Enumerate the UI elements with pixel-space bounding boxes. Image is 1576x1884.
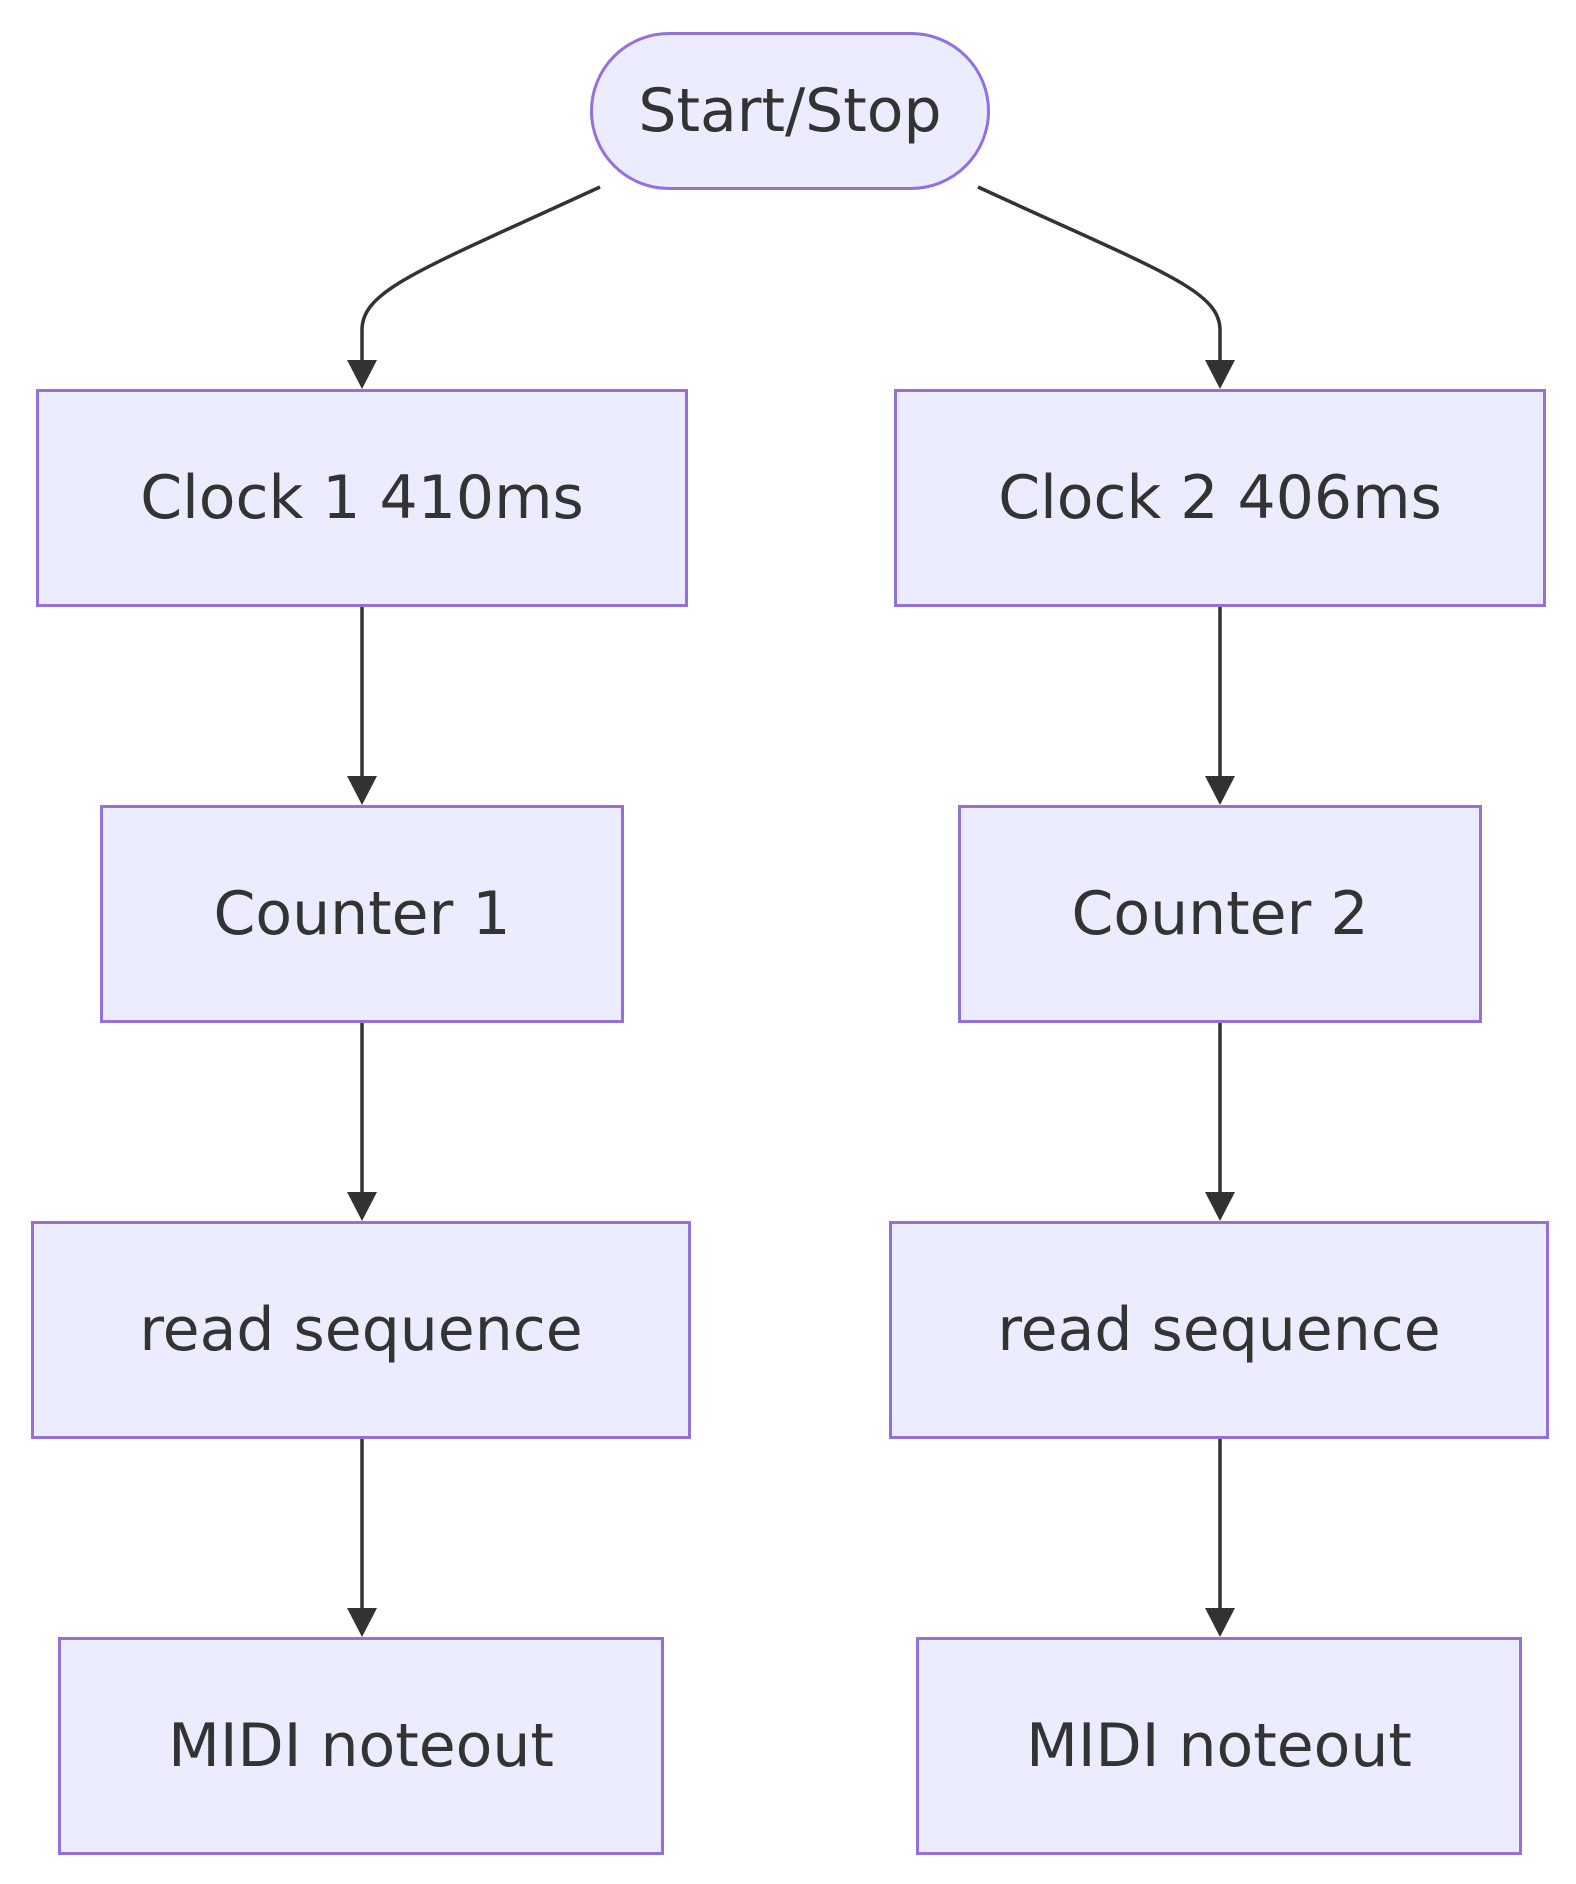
node-counter-1[interactable]: Counter 1: [100, 805, 624, 1023]
node-label: Clock 2 406ms: [998, 463, 1442, 533]
arrowhead-icon: [1205, 1608, 1235, 1637]
node-clock-1[interactable]: Clock 1 410ms: [36, 389, 688, 607]
node-midi-noteout-2[interactable]: MIDI noteout: [916, 1637, 1522, 1855]
node-label: MIDI noteout: [168, 1711, 554, 1781]
arrowhead-icon: [347, 360, 377, 389]
arrowhead-icon: [1205, 776, 1235, 805]
arrowhead-icon: [347, 1192, 377, 1221]
node-label: Counter 1: [213, 879, 511, 949]
arrowhead-icon: [347, 776, 377, 805]
node-label: Counter 2: [1071, 879, 1369, 949]
node-clock-2[interactable]: Clock 2 406ms: [894, 389, 1546, 607]
node-read-sequence-1[interactable]: read sequence: [31, 1221, 691, 1439]
node-label: MIDI noteout: [1026, 1711, 1412, 1781]
node-start-stop[interactable]: Start/Stop: [590, 32, 990, 190]
edge-start-clock2: [977, 185, 1222, 362]
node-read-sequence-2[interactable]: read sequence: [889, 1221, 1549, 1439]
node-label: read sequence: [139, 1295, 583, 1365]
node-label: read sequence: [997, 1295, 1441, 1365]
edge-start-clock1: [360, 185, 601, 362]
node-counter-2[interactable]: Counter 2: [958, 805, 1482, 1023]
node-label: Start/Stop: [638, 76, 942, 146]
node-label: Clock 1 410ms: [140, 463, 584, 533]
arrowhead-icon: [1205, 360, 1235, 389]
arrowhead-icon: [1205, 1192, 1235, 1221]
arrowhead-icon: [347, 1608, 377, 1637]
node-midi-noteout-1[interactable]: MIDI noteout: [58, 1637, 664, 1855]
